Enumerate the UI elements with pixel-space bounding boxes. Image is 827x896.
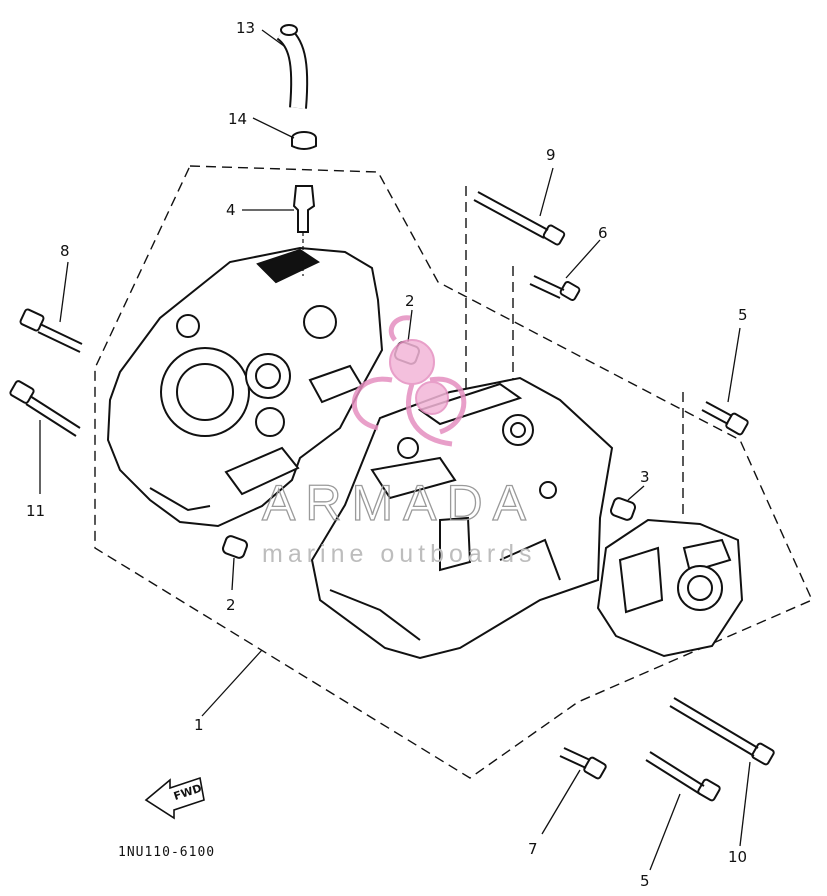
fwd-arrow-icon: FWD (144, 776, 205, 820)
crankcase-right-half (310, 376, 614, 660)
crankcase-cover (596, 518, 744, 658)
callout-4: 4 (226, 201, 236, 219)
callout-7: 6 (598, 224, 608, 242)
callout-11: 10 (728, 848, 747, 866)
callout-10: 9 (546, 146, 556, 164)
bolt-5 (701, 401, 749, 436)
bolt-11 (669, 697, 775, 766)
watermark-tagline: marine outboards (262, 540, 537, 568)
callout-12: 11 (26, 502, 45, 520)
bolt-8 (559, 747, 607, 780)
callout-labels: 13 14 4 8 11 9 6 2 5 3 2 1 7 5 10 (26, 19, 748, 890)
part-code: 1NU110-6100 (118, 845, 215, 860)
bolt-12 (9, 380, 81, 437)
crankcase-left-half (106, 246, 384, 528)
bolt-6 (645, 751, 721, 802)
armada-logo-icon (351, 315, 467, 447)
bolts (9, 191, 775, 802)
breather-hose (276, 24, 309, 109)
watermark: ARMADA marine outboards (261, 315, 537, 568)
callout-9: 8 (60, 242, 70, 260)
callout-13: 13 (236, 19, 255, 37)
hose-clamp (291, 131, 317, 150)
bolt-9 (19, 308, 83, 353)
leader-lines (39, 29, 751, 871)
bolt-7 (529, 275, 581, 301)
callout-5: 5 (738, 306, 748, 324)
callout-8: 7 (528, 840, 538, 858)
callout-14: 14 (228, 110, 247, 128)
dowel-pin-2-lower (221, 535, 249, 559)
callout-1: 1 (194, 716, 204, 734)
bolt-10 (473, 191, 566, 246)
dowel-pin-3 (609, 497, 637, 521)
callout-2-upper: 2 (405, 292, 415, 310)
callout-6: 5 (640, 872, 650, 890)
callout-3: 3 (640, 468, 650, 486)
watermark-brand: ARMADA (262, 475, 536, 531)
breather-nipple (292, 185, 316, 276)
callout-2-lower: 2 (226, 596, 236, 614)
